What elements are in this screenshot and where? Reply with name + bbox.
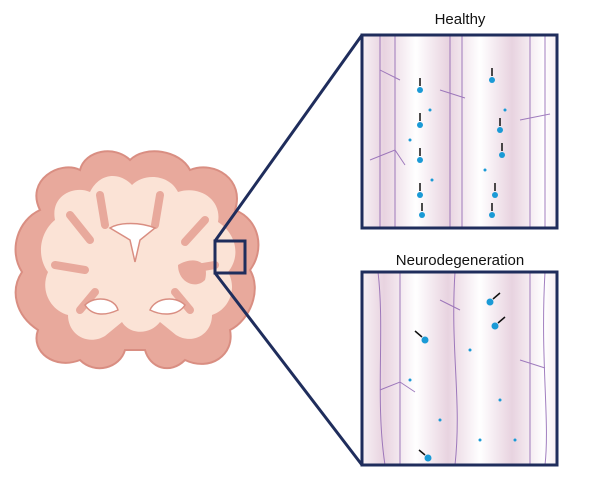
neurodegeneration-label: Neurodegeneration	[395, 252, 525, 269]
brain-coronal-section	[14, 150, 260, 370]
connector-line-top	[213, 34, 364, 242]
zoom-region-box	[213, 239, 247, 275]
connector-line-bottom	[213, 272, 364, 466]
healthy-label: Healthy	[434, 11, 486, 28]
healthy-panel	[360, 33, 559, 230]
neurodegeneration-panel	[360, 270, 559, 467]
